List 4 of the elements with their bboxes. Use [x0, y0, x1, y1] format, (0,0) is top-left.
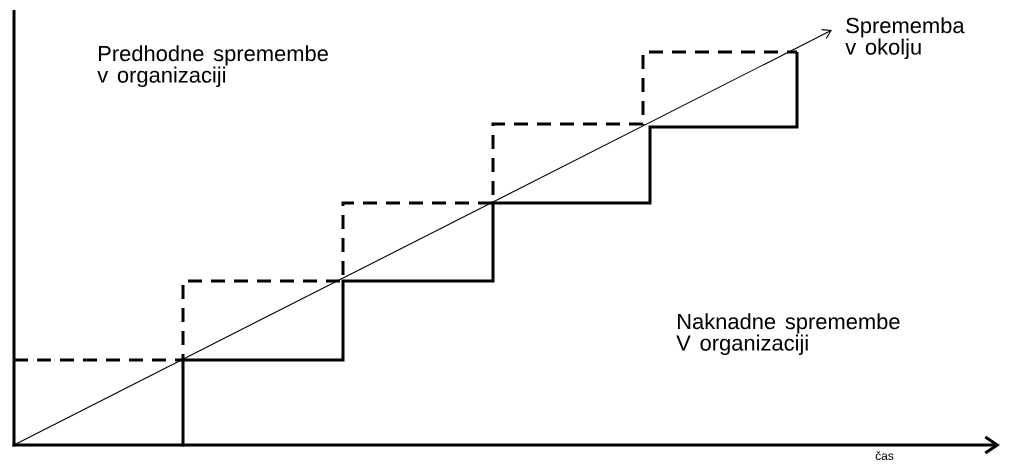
text-label: Sprememba v okolju: [845, 17, 965, 60]
text-label: Predhodne spremembe v organizaciji: [97, 45, 328, 88]
text-label: Naknadne spremembe V organizaciji: [676, 313, 900, 356]
text-label: čas: [875, 451, 894, 460]
